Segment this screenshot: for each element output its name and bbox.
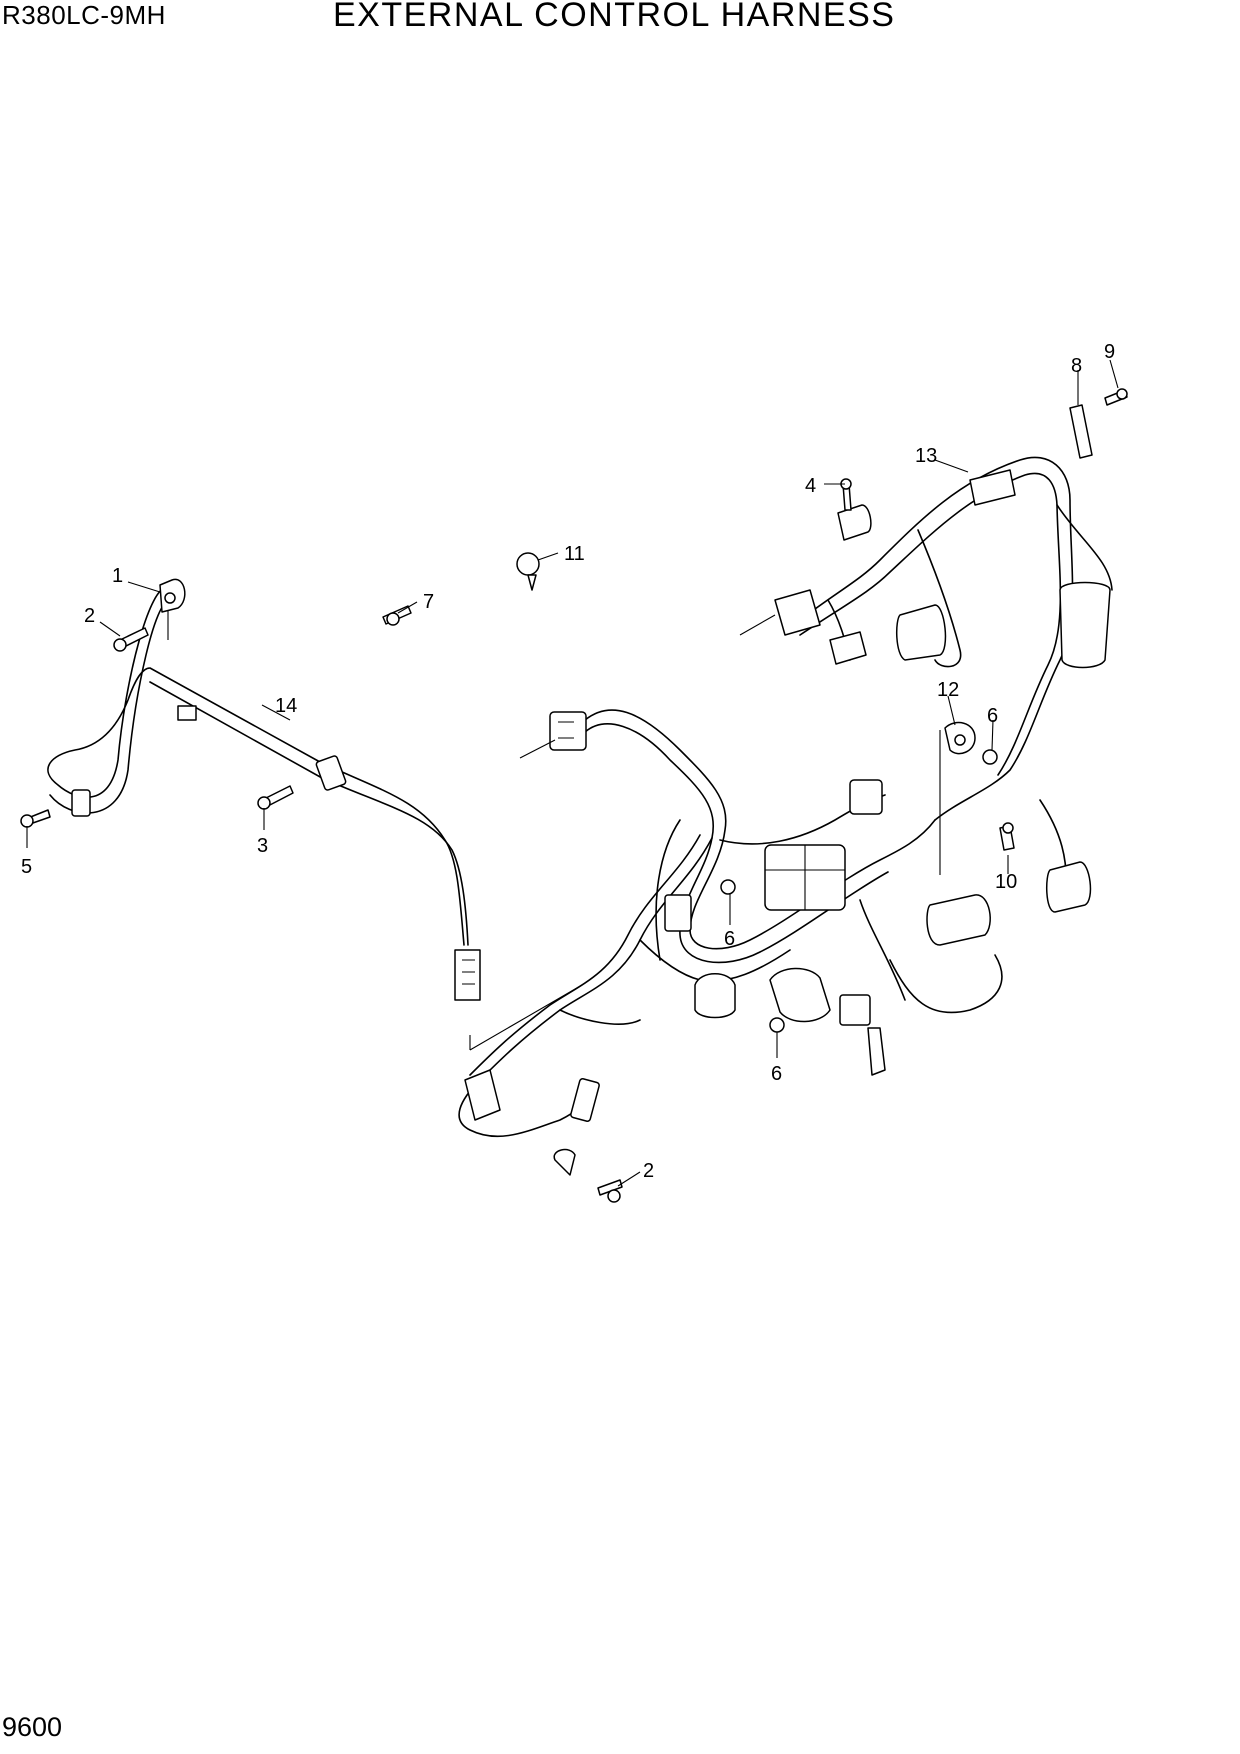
pressure-switch: [867, 1027, 886, 1076]
harness-14-connector: [454, 949, 481, 1001]
bolt-2-top: [113, 627, 149, 652]
callout-6-upper: 6: [987, 705, 998, 727]
clamp-1: [159, 578, 186, 613]
callout-11: 11: [564, 543, 585, 565]
bolt-4: [840, 478, 852, 511]
harness-14-bracket: [315, 755, 347, 791]
model-number: R380LC-9MH: [2, 0, 166, 30]
harness-13-connector-b: [774, 589, 821, 636]
callout-4: 4: [805, 475, 816, 497]
connector-lower-left: [464, 1069, 501, 1121]
bolt-10: [999, 822, 1015, 851]
harness-14: [47, 585, 481, 1001]
callout-8: 8: [1071, 355, 1082, 377]
callout-3: 3: [257, 835, 268, 857]
lower-bracket: [553, 1148, 576, 1176]
harness-13-clamp: [837, 504, 872, 541]
page-number: 9600: [2, 1712, 63, 1742]
callout-12: 12: [937, 679, 959, 701]
callout-9: 9: [1104, 341, 1115, 363]
bolt-9: [1104, 388, 1128, 406]
harness-13-block: [895, 604, 947, 661]
callout-14: 14: [275, 695, 297, 717]
clamp-12: [944, 721, 976, 755]
central-connector-right: [849, 779, 883, 815]
callout-6-lower: 6: [771, 1063, 782, 1085]
callout-1: 1: [112, 565, 123, 587]
bolt-2-lower: [597, 1179, 623, 1203]
central-connector-left: [549, 711, 587, 751]
bolt-7: [382, 605, 412, 626]
harness-14-clip: [177, 705, 197, 721]
callout-7: 7: [423, 591, 434, 613]
bolt-5: [20, 809, 51, 828]
nut-6-lower: [769, 1017, 785, 1033]
nut-6-mid: [720, 879, 736, 895]
harness-13-sleeve: [1059, 581, 1111, 669]
harness-13: [739, 456, 1113, 913]
harness-13-connector-a: [969, 469, 1016, 506]
harness-13-end-connector: [1045, 861, 1092, 913]
junction-sleeve: [769, 967, 831, 1023]
clip-11: [516, 552, 540, 591]
callout-10: 10: [995, 871, 1017, 893]
leader-lines: [26, 359, 1119, 1187]
page-title: EXTERNAL CONTROL HARNESS: [333, 0, 896, 34]
harness-14-clamp: [71, 789, 91, 817]
lower-clamp: [570, 1078, 600, 1122]
callout-6-mid: 6: [724, 928, 735, 950]
harness-13-connector-c: [829, 631, 867, 665]
callout-5: 5: [21, 856, 32, 878]
grommet: [694, 973, 736, 1019]
central-connector-mid: [664, 894, 692, 932]
nut-6-upper: [982, 749, 998, 765]
callout-2-lower: 2: [643, 1160, 654, 1182]
sensor-connector: [839, 994, 871, 1026]
callout-13: 13: [915, 445, 937, 467]
central-harness: [458, 709, 1003, 1176]
callout-2-top: 2: [84, 605, 95, 627]
bolt-3: [257, 785, 294, 810]
bracket-8: [1069, 404, 1093, 459]
box-connector: [926, 894, 991, 946]
